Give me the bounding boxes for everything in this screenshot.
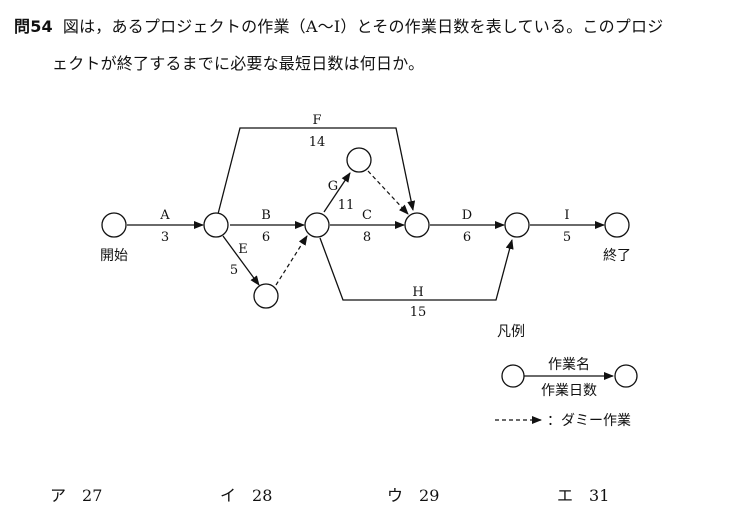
end-label: 終了 xyxy=(603,248,631,264)
activity-e-arrow xyxy=(222,235,260,286)
activity-d-days: 6 xyxy=(463,230,471,245)
activity-a-name: A xyxy=(159,208,170,223)
legend-node-from xyxy=(501,364,525,388)
choice-value: 27 xyxy=(82,486,103,505)
choice-value: 29 xyxy=(419,486,440,505)
legend-dummy-label: ：ダミー作業 xyxy=(547,413,631,429)
start-node xyxy=(101,212,127,238)
node-g-end xyxy=(346,147,372,173)
activity-h-name: H xyxy=(412,285,423,300)
activity-g-days: 11 xyxy=(338,198,355,213)
activity-h-days: 15 xyxy=(410,305,427,320)
node-e-end xyxy=(253,283,279,309)
node-3 xyxy=(304,212,330,238)
activity-g-arrow xyxy=(323,172,351,213)
choice-u: ウ 29 xyxy=(387,482,439,506)
activity-f-days: 14 xyxy=(309,135,326,150)
start-label: 開始 xyxy=(100,248,128,264)
choice-e: エ 31 xyxy=(557,482,609,506)
activity-g-name: G xyxy=(328,179,338,194)
choice-kana: イ xyxy=(220,486,237,505)
legend-task-name: 作業名 xyxy=(548,357,590,373)
activity-f-name: F xyxy=(312,113,321,128)
node-5 xyxy=(504,212,530,238)
choice-i: イ 28 xyxy=(220,482,272,506)
activity-h-arrow xyxy=(319,237,514,301)
legend-title: 凡例 xyxy=(497,324,525,340)
activity-c-name: C xyxy=(362,208,372,223)
choice-a: ア 27 xyxy=(50,482,102,506)
node-4 xyxy=(404,212,430,238)
choice-value: 31 xyxy=(589,486,610,505)
activity-i-days: 5 xyxy=(563,230,571,245)
activity-f-arrow xyxy=(217,127,416,215)
choice-kana: ア xyxy=(50,486,67,505)
activity-d-name: D xyxy=(462,208,472,223)
legend-task-days: 作業日数 xyxy=(541,383,597,399)
choice-kana: ウ xyxy=(387,486,404,505)
question-text: 問54 図は，あるプロジェクトの作業（A～I）とその作業日数を表している。このプロ… xyxy=(14,8,726,82)
dummy-arrow-1 xyxy=(275,235,308,286)
activity-a-days: 3 xyxy=(161,230,169,245)
choice-kana: エ xyxy=(557,486,574,505)
activity-e-name: E xyxy=(238,242,248,257)
choice-value: 28 xyxy=(252,486,273,505)
legend-node-to xyxy=(614,364,638,388)
activity-b-name: B xyxy=(261,208,271,223)
question-number: 問54 xyxy=(14,17,53,36)
activity-e-days: 5 xyxy=(230,263,238,278)
dummy-arrow-2 xyxy=(367,170,409,215)
answer-choices: ア 27 イ 28 ウ 29 エ 31 xyxy=(50,482,730,506)
activity-c-days: 8 xyxy=(363,230,371,245)
question-line-2: ェクトが終了するまでに必要な最短日数は何日か。 xyxy=(52,54,425,73)
question-line-1: 図は，あるプロジェクトの作業（A～I）とその作業日数を表している。このプロジ xyxy=(62,17,664,36)
end-node xyxy=(604,212,630,238)
node-2 xyxy=(203,212,229,238)
activity-b-days: 6 xyxy=(262,230,270,245)
activity-i-name: I xyxy=(564,208,569,223)
